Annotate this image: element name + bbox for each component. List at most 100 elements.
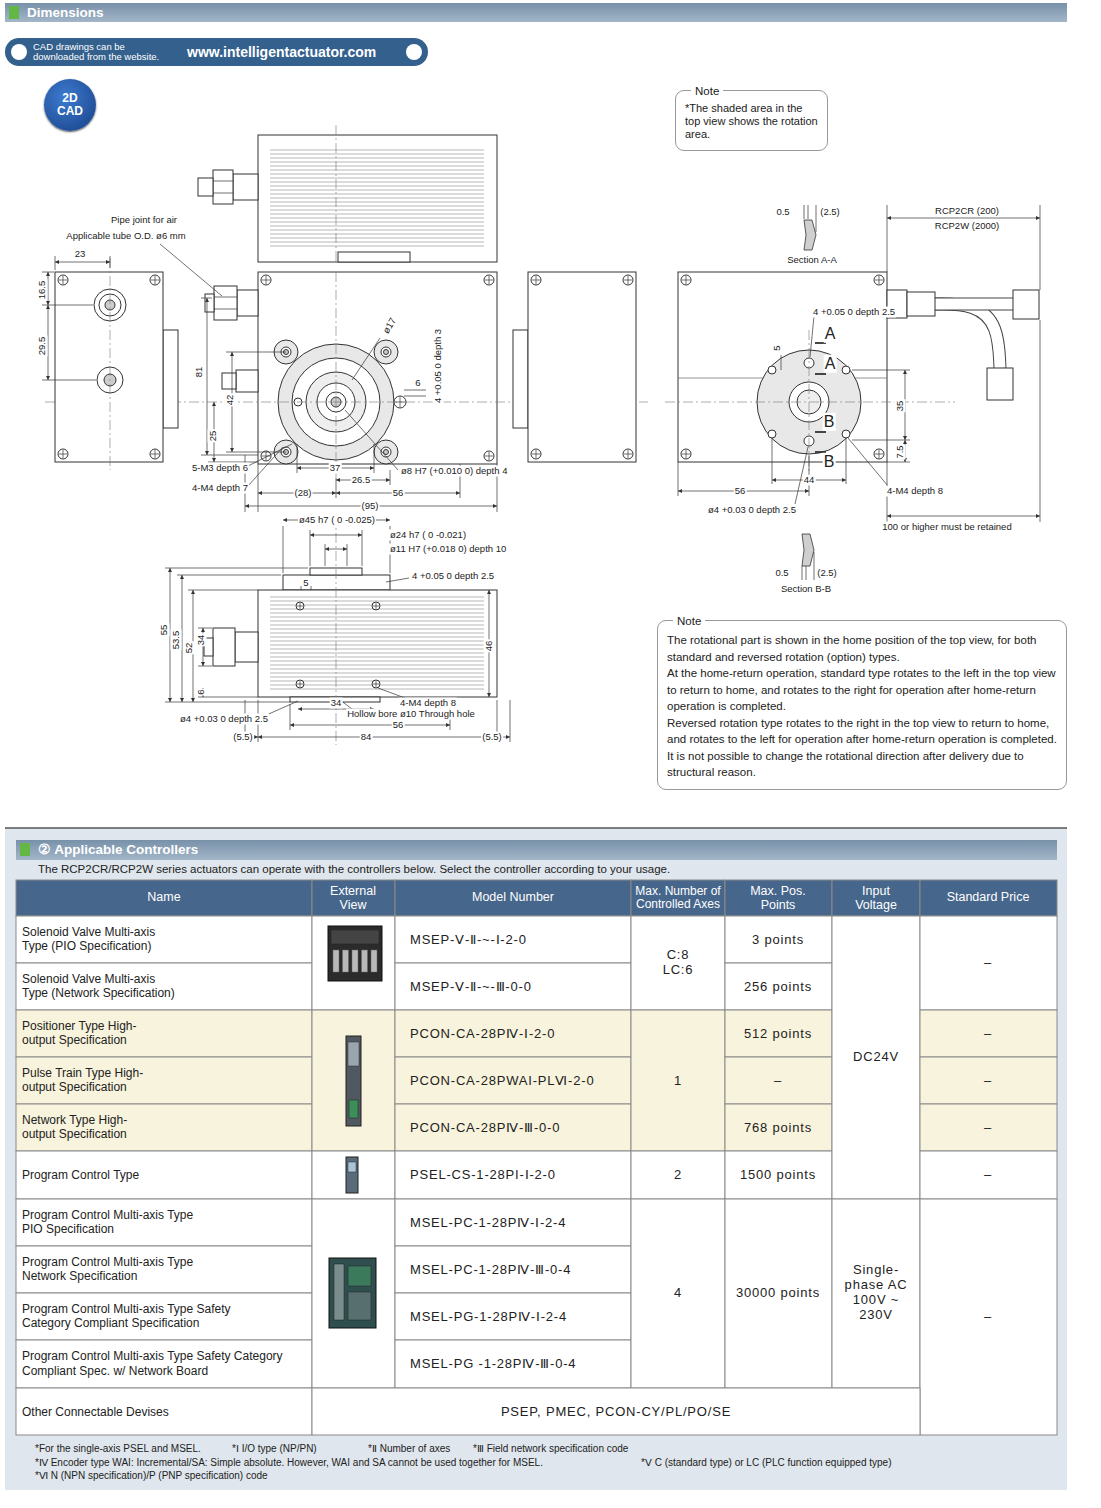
- table-cell: [395, 963, 631, 1010]
- label-anchor: 81: [194, 366, 205, 379]
- extension-line: [214, 309, 237, 310]
- screw: [58, 449, 68, 459]
- cable: [935, 304, 1000, 368]
- screw-slot: [266, 276, 267, 284]
- node-text: www.intelligentactuator.com: [187, 44, 376, 60]
- cooling-fin: [270, 174, 484, 175]
- cooling-fin: [270, 677, 484, 678]
- table-header-text: Standard Price: [947, 891, 1030, 905]
- dimension-label: 26.5: [351, 475, 372, 486]
- table-cell: [16, 1246, 312, 1293]
- extension-line: [42, 305, 93, 306]
- label-anchor: *For the single-axis PSEL and MSEL.: [35, 1443, 201, 1455]
- fitting-hex: [213, 170, 233, 204]
- extension-line: [325, 544, 326, 566]
- table-value: 512 points: [744, 1026, 812, 1041]
- screw-slot: [266, 452, 267, 460]
- extension-line: [177, 575, 281, 576]
- cooling-fin: [270, 198, 484, 199]
- extension-line: [374, 444, 375, 473]
- table-cell: [395, 916, 631, 963]
- table-cell: [920, 1010, 1057, 1057]
- label-anchor: Name: [147, 891, 180, 905]
- dimension-label: (2.5): [819, 207, 841, 218]
- controller-picture: [333, 950, 339, 972]
- dimension-label: ø4 +0.03 0 depth 2.5: [179, 714, 269, 725]
- screw: [623, 275, 633, 285]
- table-cell: [631, 1010, 725, 1151]
- section-mark: [815, 373, 826, 375]
- label-anchor: (95): [361, 501, 380, 512]
- extension-line: [781, 355, 782, 370]
- model-number: MSEP-Ⅴ-Ⅱ-~-Ⅲ-0-0: [410, 979, 532, 994]
- extension-line: [887, 462, 910, 463]
- front-outline: [258, 590, 497, 697]
- fitting-hex: [907, 292, 935, 316]
- cooling-fin: [270, 158, 484, 159]
- extension-line: [852, 440, 910, 441]
- center-line: [809, 330, 810, 475]
- dimension-label: 4 +0.05 0 depth 2.5: [812, 307, 896, 318]
- node-text: Reversed rotation type rotates to the ri…: [667, 715, 1057, 748]
- table-value: DC24V: [853, 1050, 899, 1065]
- table-value: Single-phase AC 100V ~ 230V: [840, 1263, 912, 1323]
- section-note: The RCP2CR/RCP2W series actuators can op…: [38, 863, 670, 876]
- dimension-label: 23: [74, 249, 87, 260]
- cooling-fin: [270, 210, 484, 211]
- label-anchor: External View: [322, 885, 384, 912]
- dimension-label: Pipe joint for air: [110, 215, 178, 226]
- dimension-line: [325, 549, 347, 550]
- table-cell: [832, 916, 920, 1199]
- label-anchor: Single-phase AC 100V ~ 230V: [840, 1263, 912, 1323]
- label-anchor: *Ⅴ C (standard type) or LC (PLC function…: [641, 1457, 891, 1469]
- label-anchor: Program Control Multi-axis Type Safety C…: [22, 1349, 307, 1378]
- dimension-label: 4-M4 depth 8: [886, 486, 944, 497]
- table-cell: [920, 1104, 1057, 1151]
- table-cell: [312, 1010, 395, 1151]
- dimension-label: 16.5: [37, 280, 48, 301]
- screw-slot: [489, 276, 490, 284]
- table-header-text: Input Voltage: [846, 885, 906, 912]
- cooling-fin: [270, 653, 484, 654]
- dimension-label: 4-M4 depth 8: [399, 698, 457, 709]
- section-profile: [804, 220, 816, 250]
- label-anchor: 4: [674, 1286, 682, 1301]
- screw-slot: [376, 681, 377, 687]
- dimension-label: B: [823, 453, 836, 471]
- table-value: 768 points: [744, 1120, 812, 1135]
- label-anchor: 5-M3 depth 6: [191, 463, 249, 474]
- label-anchor: ø11 H7 (+0.018 0) depth 10: [389, 544, 507, 555]
- table-cell: [395, 1340, 631, 1388]
- label-anchor: 35: [895, 400, 906, 413]
- footnote: *Ⅱ Number of axes: [368, 1443, 450, 1455]
- tapped-hole: [842, 430, 850, 438]
- label-anchor: ø4 +0.03 0 depth 2.5: [707, 505, 797, 516]
- cooling-fin: [270, 601, 484, 602]
- housing-outline: [258, 135, 497, 262]
- label-anchor: 4-M4 depth 8: [886, 486, 944, 497]
- cooling-fin: [270, 182, 484, 183]
- table-value: 1: [674, 1073, 682, 1088]
- fitting-nut: [237, 290, 258, 316]
- label-anchor: 1: [674, 1073, 682, 1088]
- cooling-fin: [270, 625, 484, 626]
- table-value: –: [984, 1310, 992, 1325]
- dimension-label: 52: [184, 642, 195, 655]
- label-anchor: Section B-B: [780, 584, 832, 595]
- extension-line: [198, 697, 258, 698]
- label-anchor: 4-M4 depth 7: [191, 483, 249, 494]
- cooling-fin: [270, 186, 484, 187]
- extension-line: [311, 586, 312, 590]
- dimension-line: [182, 575, 183, 702]
- label-anchor: Standard Price: [947, 891, 1030, 905]
- note-box: NoteThe rotational part is shown in the …: [657, 620, 1067, 790]
- label-anchor: 512 points: [744, 1026, 812, 1041]
- label-anchor: Max. Number of Controlled Axes: [632, 885, 724, 911]
- extension-line: [214, 297, 237, 298]
- table-cell: [631, 1199, 725, 1388]
- extension-line: [806, 566, 807, 580]
- table-cell: [725, 1104, 832, 1151]
- dimension-label: 42: [225, 394, 236, 407]
- screw: [150, 449, 160, 459]
- cooling-fin: [270, 597, 484, 598]
